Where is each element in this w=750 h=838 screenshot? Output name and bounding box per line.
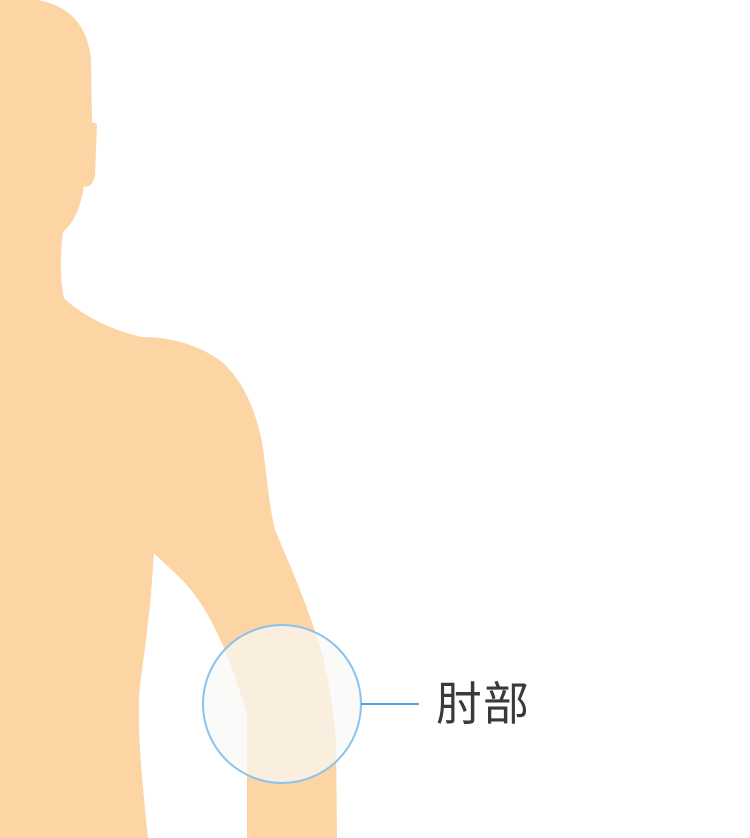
elbow-label: 肘部 (436, 677, 530, 731)
elbow-highlight-circle (202, 624, 362, 784)
body-silhouette (0, 0, 337, 838)
